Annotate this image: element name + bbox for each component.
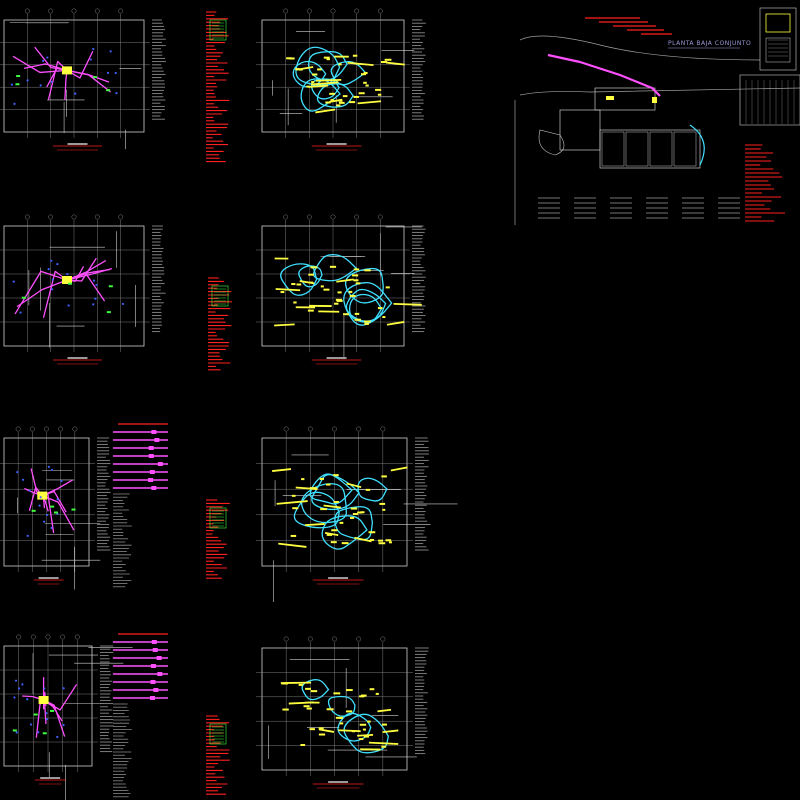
drawing-sheet-2 [256, 8, 426, 151]
drawing-sheet-6 [256, 426, 458, 602]
red-circuit-schedule [206, 715, 230, 795]
riser-diagram [113, 423, 168, 588]
drawing-sheet-5 [0, 426, 111, 590]
electrical-panel-icon [62, 66, 72, 75]
cyan-lighting-loops [286, 46, 405, 114]
drawing-sheet-4 [256, 214, 426, 365]
panel-board-box [209, 19, 227, 41]
panel-board-box [209, 507, 227, 529]
panel-board-box [211, 285, 229, 307]
red-circuit-schedule [206, 499, 230, 579]
drawing-sheet-3 [0, 214, 166, 365]
riser-diagram [113, 633, 168, 798]
cyan-lighting-loops [272, 466, 408, 550]
red-circuit-schedule [206, 11, 230, 163]
pink-circuit-runs [16, 465, 76, 537]
cyan-lighting-loops [280, 679, 399, 754]
electrical-panel-icon [37, 491, 48, 500]
site-plan-title: PLANTA BAJA CONJUNTO [668, 40, 751, 47]
site-plan-conjunto: PLANTA BAJA CONJUNTO [514, 7, 800, 225]
key-plan-box [759, 7, 797, 71]
building-block [599, 129, 701, 169]
pink-circuit-runs [10, 46, 118, 105]
building-block [559, 109, 601, 151]
red-circuit-schedule [208, 277, 232, 371]
pink-circuit-runs [12, 257, 125, 318]
site-feeder-line [547, 53, 661, 97]
drawing-sheet-1 [0, 8, 166, 151]
drawing-sheet-8 [256, 636, 429, 789]
panel-board-box [209, 723, 227, 745]
cyan-lighting-loops [274, 254, 422, 327]
drawing-sheet-7 [0, 634, 133, 800]
electrical-panel-icon [62, 276, 72, 284]
electrical-panel-icon [38, 696, 49, 704]
pink-circuit-runs [12, 677, 78, 739]
